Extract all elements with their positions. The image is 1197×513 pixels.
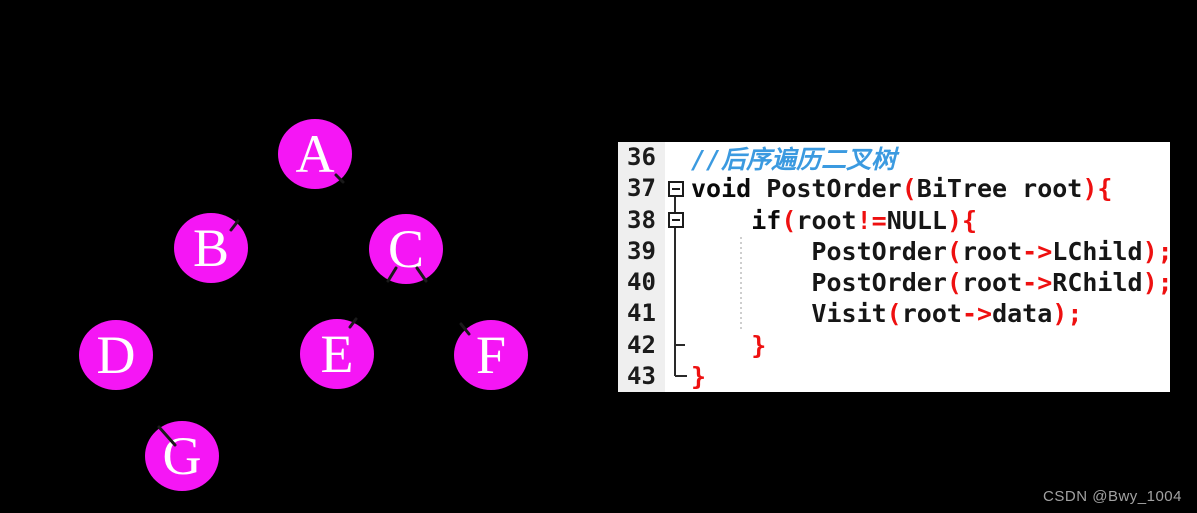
code-token-punct: }: [751, 330, 767, 360]
code-token-plain: BiTree root: [916, 174, 1083, 204]
code-token-plain: [691, 206, 751, 235]
code-token-punct: }: [691, 361, 707, 391]
code-text: PostOrder(root->RChild);: [691, 268, 1173, 298]
code-token-punct: ->: [1022, 268, 1053, 298]
tree-node-label: D: [97, 325, 136, 385]
line-number: 43: [618, 360, 665, 392]
tree-node-E: E: [300, 319, 374, 389]
code-text: if(root!=NULL){: [691, 206, 977, 235]
line-number: 36: [618, 142, 665, 174]
tree-node-circle: [145, 421, 219, 491]
code-token-plain: PostOrder: [751, 174, 902, 204]
tree-node-circle: [79, 320, 153, 390]
fold-column: [665, 330, 691, 361]
code-token-plain: PostOrder: [691, 268, 947, 298]
tree-node-label: E: [321, 324, 354, 384]
line-number: 40: [618, 267, 665, 299]
edge-tip-mark-C-E: [386, 266, 398, 283]
edge-tip-mark-C-E: [348, 317, 358, 329]
binary-tree-diagram: A B C D E F G: [79, 119, 528, 491]
code-token-punct: );: [1142, 268, 1173, 298]
tree-node-label: F: [476, 325, 506, 385]
code-line-40: 40 PostOrder(root->RChild);: [618, 267, 1173, 299]
tree-node-label: B: [193, 218, 229, 278]
tree-node-F: F: [454, 320, 528, 390]
code-token-punct: );: [1052, 299, 1083, 329]
code-line-43: 43}: [618, 360, 1170, 392]
fold-collapse-toggle[interactable]: [668, 212, 684, 229]
line-number: 38: [618, 204, 665, 236]
code-line-38: 38 if(root!=NULL){: [618, 204, 1170, 236]
code-token-plain: root: [961, 268, 1023, 298]
line-number: 39: [618, 235, 665, 267]
code-token-punct: ->: [1022, 236, 1053, 266]
code-token-plain: root: [901, 299, 962, 329]
code-token-comment: //后序遍历二叉树: [691, 144, 897, 174]
edge-tip-mark-D-G: [157, 425, 177, 447]
code-token-plain: root: [961, 236, 1023, 266]
code-text: //后序遍历二叉树: [691, 140, 896, 176]
code-token-punct: ->: [961, 299, 993, 329]
fold-column: [665, 361, 691, 392]
code-text: }: [691, 362, 706, 391]
code-line-42: 42 }: [618, 329, 1170, 361]
csdn-watermark: CSDN @Bwy_1004: [1043, 488, 1182, 505]
fold-collapse-toggle[interactable]: [668, 180, 684, 197]
tree-node-C: C: [369, 214, 443, 284]
code-token-plain: RChild: [1052, 268, 1143, 298]
line-number: 42: [618, 329, 665, 361]
code-token-punct: (: [901, 174, 917, 204]
code-line-41: 41 Visit(root->data);: [618, 298, 1170, 330]
fold-column: [665, 236, 691, 267]
tree-node-label: G: [163, 426, 202, 486]
fold-column: [665, 298, 691, 329]
code-token-plain: [691, 331, 751, 360]
fold-column: [665, 173, 691, 204]
code-token-punct: !=: [856, 205, 887, 235]
fold-column: [665, 267, 691, 298]
code-token-punct: );: [1142, 236, 1173, 266]
code-token-plain: root: [796, 205, 857, 235]
edge-tip-mark-C-F: [459, 322, 471, 336]
code-line-37: 37 void PostOrder(BiTree root){: [618, 173, 1170, 205]
code-token-punct: (: [946, 268, 962, 298]
tree-node-G: G: [145, 421, 219, 491]
code-token-plain: data: [992, 299, 1053, 329]
code-line-39: 39 PostOrder(root->LChild);: [618, 235, 1173, 267]
tree-node-A: A: [278, 119, 352, 189]
code-line-36: 36 //后序遍历二叉树: [618, 140, 1170, 176]
tree-node-D: D: [79, 320, 153, 390]
code-token-punct: (: [886, 299, 902, 329]
code-token-punct: (: [781, 205, 797, 235]
tree-node-B: B: [174, 213, 248, 283]
code-token-keyword: if: [751, 205, 782, 235]
fold-column: [665, 142, 691, 173]
tree-node-label: A: [296, 124, 335, 184]
tree-node-circle: [454, 320, 528, 390]
tree-node-circle: [278, 119, 352, 189]
line-number: 41: [618, 298, 665, 330]
code-text: }: [691, 331, 766, 360]
line-number: 37: [618, 173, 665, 205]
code-token-plain: Visit: [691, 299, 887, 329]
code-token-keyword: void: [691, 174, 752, 204]
edge-tip-mark-A-C: [334, 173, 345, 184]
fold-column: [665, 205, 691, 236]
tree-node-circle: [174, 213, 248, 283]
code-text: void PostOrder(BiTree root){: [691, 174, 1112, 203]
code-text: PostOrder(root->LChild);: [691, 236, 1173, 266]
code-token-plain: LChild: [1052, 236, 1143, 266]
code-token-punct: ){: [1082, 174, 1113, 204]
tree-node-circle: [300, 319, 374, 389]
code-token-plain: PostOrder: [691, 236, 947, 266]
code-token-plain: NULL: [886, 205, 947, 235]
edge-tip-mark-C-F: [415, 266, 428, 283]
edge-tip-mark-A-B: [229, 219, 240, 232]
code-text: Visit(root->data);: [691, 299, 1082, 328]
tree-node-circle: [369, 214, 443, 284]
code-token-punct: ){: [946, 205, 978, 235]
code-token-punct: (: [946, 236, 962, 266]
